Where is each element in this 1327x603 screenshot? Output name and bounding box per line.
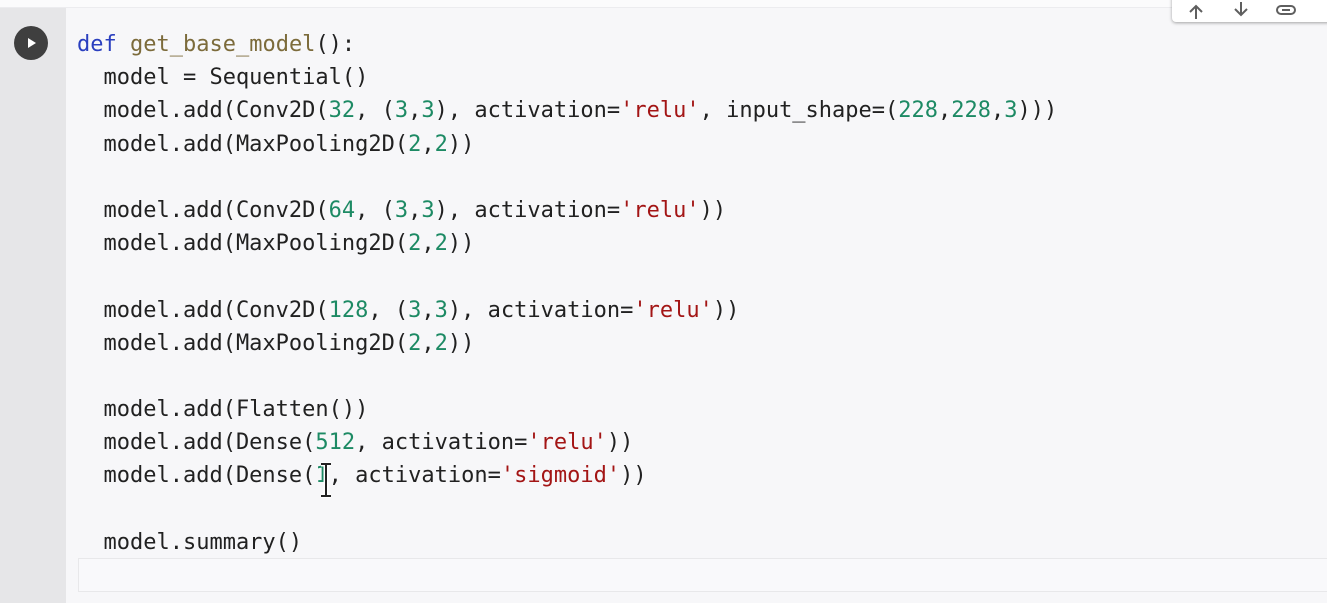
text-cursor-icon <box>321 462 331 498</box>
code-token-num: 3 <box>421 197 435 223</box>
code-token-num: 3 <box>394 197 409 223</box>
code-line <box>77 493 1057 526</box>
more-cell-button[interactable] <box>1319 2 1327 22</box>
code-token: model.add(Dense( <box>77 430 316 456</box>
code-token: (): <box>315 32 356 57</box>
code-token-num: 2 <box>408 330 422 356</box>
code-token: model.add(Flatten()) <box>77 397 369 423</box>
code-token: , <box>421 131 435 157</box>
code-token-num: 2 <box>408 231 422 257</box>
code-token: model = Sequential() <box>77 65 369 91</box>
notebook-top-divider <box>0 0 1327 8</box>
code-token-num: 64 <box>328 197 356 223</box>
code-token: , ( <box>355 197 395 223</box>
code-token-num: 512 <box>315 430 356 456</box>
code-token-kw: def <box>77 32 117 57</box>
code-token: , <box>421 330 435 356</box>
code-token: model.add(Conv2D( <box>77 98 329 124</box>
code-token: , activation= <box>328 463 501 489</box>
code-token: model.summary() <box>77 529 303 555</box>
code-token-str: 'relu' <box>633 297 713 323</box>
code-token: ))) <box>1017 98 1058 124</box>
code-line: model.add(Dense(512, activation='relu')) <box>77 426 1057 459</box>
link-cell-button[interactable] <box>1274 2 1297 22</box>
cell-toolbar <box>1172 0 1327 22</box>
code-token: )) <box>447 231 475 257</box>
code-line: model.summary() <box>77 526 1057 559</box>
code-token-num: 3 <box>394 98 409 124</box>
code-token: )) <box>620 463 647 489</box>
code-line <box>77 360 1057 393</box>
code-line: model.add(MaxPooling2D(2,2)) <box>77 128 1057 161</box>
code-token-num: 2 <box>434 231 448 257</box>
code-token-str: 'relu' <box>620 197 700 223</box>
code-token: model.add(Conv2D( <box>77 197 329 223</box>
code-token: )) <box>699 197 727 223</box>
code-token-num: 3 <box>434 297 448 323</box>
code-line: model.add(MaxPooling2D(2,2)) <box>77 327 1057 360</box>
code-token: , <box>421 297 435 323</box>
code-token: , <box>421 231 435 257</box>
code-line: model.add(Conv2D(32, (3,3), activation='… <box>77 94 1057 127</box>
code-token: , ( <box>355 98 395 124</box>
code-token-num: 2 <box>434 330 448 356</box>
code-cell-empty-line[interactable] <box>78 558 1327 592</box>
code-token: )) <box>447 131 475 157</box>
code-token: )) <box>606 430 634 456</box>
code-token: model.add(MaxPooling2D( <box>77 330 409 356</box>
code-token: , <box>938 98 952 124</box>
code-line: model.add(Conv2D(64, (3,3), activation='… <box>77 194 1057 227</box>
code-token <box>117 32 130 57</box>
code-token-num: 3 <box>1004 98 1018 124</box>
code-token-str: 'relu' <box>527 430 607 456</box>
code-token: model.add(MaxPooling2D( <box>77 231 409 257</box>
code-token: , activation= <box>355 430 528 456</box>
code-content[interactable]: def get_base_model(): model = Sequential… <box>77 28 1057 559</box>
code-token-fn: get_base_model <box>130 32 316 57</box>
cell-gutter <box>0 8 66 603</box>
arrow-down-icon <box>1233 2 1248 17</box>
code-token: )) <box>447 330 475 356</box>
code-token: model.add(Conv2D( <box>77 297 329 323</box>
play-icon <box>28 38 36 48</box>
code-token-num: 2 <box>434 131 448 157</box>
code-line: def get_base_model(): <box>77 28 1057 61</box>
code-token: model.add(Dense( <box>77 463 316 489</box>
move-cell-up-button[interactable] <box>1184 2 1207 22</box>
move-cell-down-button[interactable] <box>1229 2 1252 22</box>
code-token: model.add(MaxPooling2D( <box>77 131 409 157</box>
code-token: , input_shape=( <box>699 98 899 124</box>
code-token-num: 228 <box>951 98 992 124</box>
code-line <box>77 260 1057 293</box>
code-line: model.add(MaxPooling2D(2,2)) <box>77 227 1057 260</box>
code-line: model = Sequential() <box>77 61 1057 94</box>
code-line: model.add(Conv2D(128, (3,3), activation=… <box>77 294 1057 327</box>
code-token: , <box>408 197 422 223</box>
code-editor[interactable] <box>66 8 1327 603</box>
code-token: , <box>991 98 1005 124</box>
code-line <box>77 161 1057 194</box>
code-token: ), activation= <box>434 197 621 223</box>
code-line: model.add(Flatten()) <box>77 393 1057 426</box>
code-token: ), activation= <box>434 98 621 124</box>
code-token-num: 228 <box>898 98 939 124</box>
code-line: model.add(Dense(1, activation='sigmoid')… <box>77 459 1057 492</box>
code-token-str: 'sigmoid' <box>500 463 621 489</box>
run-cell-button[interactable] <box>14 26 48 60</box>
code-token: ), activation= <box>447 297 634 323</box>
arrow-up-icon <box>1188 4 1203 19</box>
code-token-num: 128 <box>328 297 369 323</box>
link-icon <box>1275 5 1296 15</box>
code-token: )) <box>712 297 740 323</box>
code-token-num: 32 <box>328 98 356 124</box>
code-token: , <box>408 98 422 124</box>
code-token-num: 2 <box>408 131 422 157</box>
code-token-num: 3 <box>408 297 422 323</box>
code-token-num: 3 <box>421 98 435 124</box>
code-token: , ( <box>368 297 409 323</box>
code-token-str: 'relu' <box>620 98 700 124</box>
